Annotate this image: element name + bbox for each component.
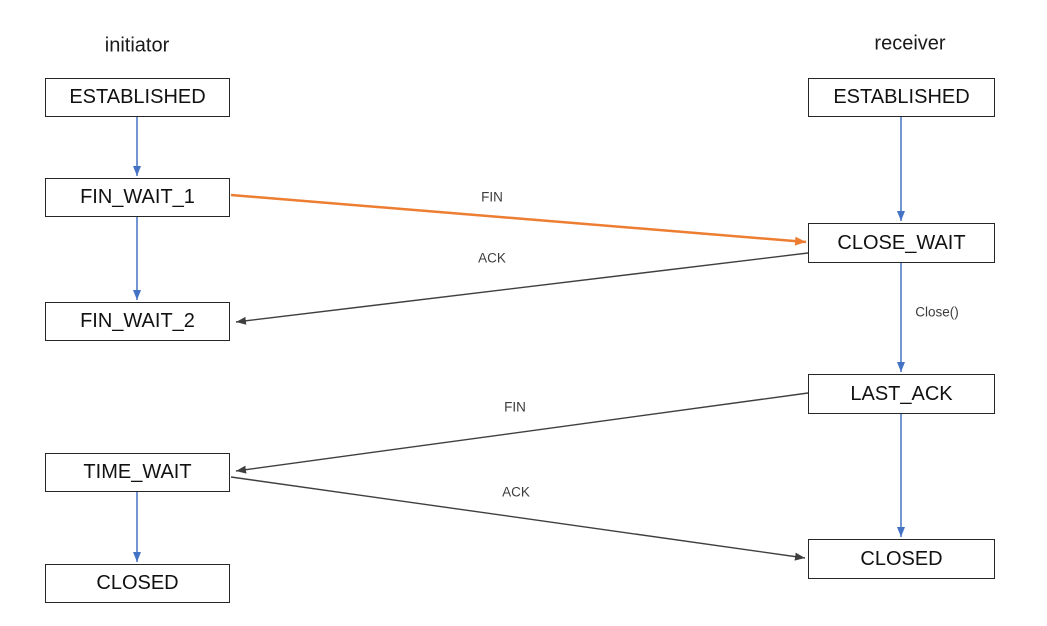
state-box-initiator-established: ESTABLISHED [45, 78, 230, 117]
ack-message-label-bottom: ACK [500, 484, 532, 500]
fin-message-label-bottom: FIN [502, 399, 528, 415]
arrow-fin-message-to-receiver [230, 193, 807, 246]
ack-message-label-top: ACK [476, 250, 508, 266]
arrow-ack-message-to-receiver [230, 476, 806, 561]
initiator-column-title: initiator [104, 34, 170, 57]
arrow-ack-message-to-initiator [235, 252, 809, 325]
state-box-fin-wait-1: FIN_WAIT_1 [45, 178, 230, 217]
state-box-close-wait: CLOSE_WAIT [808, 223, 995, 263]
fin-message-label-top: FIN [479, 189, 505, 205]
arrow-fin-message-to-initiator [235, 392, 809, 474]
state-box-receiver-closed: CLOSED [808, 539, 995, 579]
state-box-time-wait: TIME_WAIT [45, 453, 230, 492]
receiver-column-title: receiver [874, 32, 946, 55]
state-box-receiver-established: ESTABLISHED [808, 78, 995, 117]
state-box-last-ack: LAST_ACK [808, 374, 995, 414]
close-call-label: Close() [913, 304, 961, 320]
state-box-fin-wait-2: FIN_WAIT_2 [45, 302, 230, 341]
state-box-initiator-closed: CLOSED [45, 564, 230, 603]
